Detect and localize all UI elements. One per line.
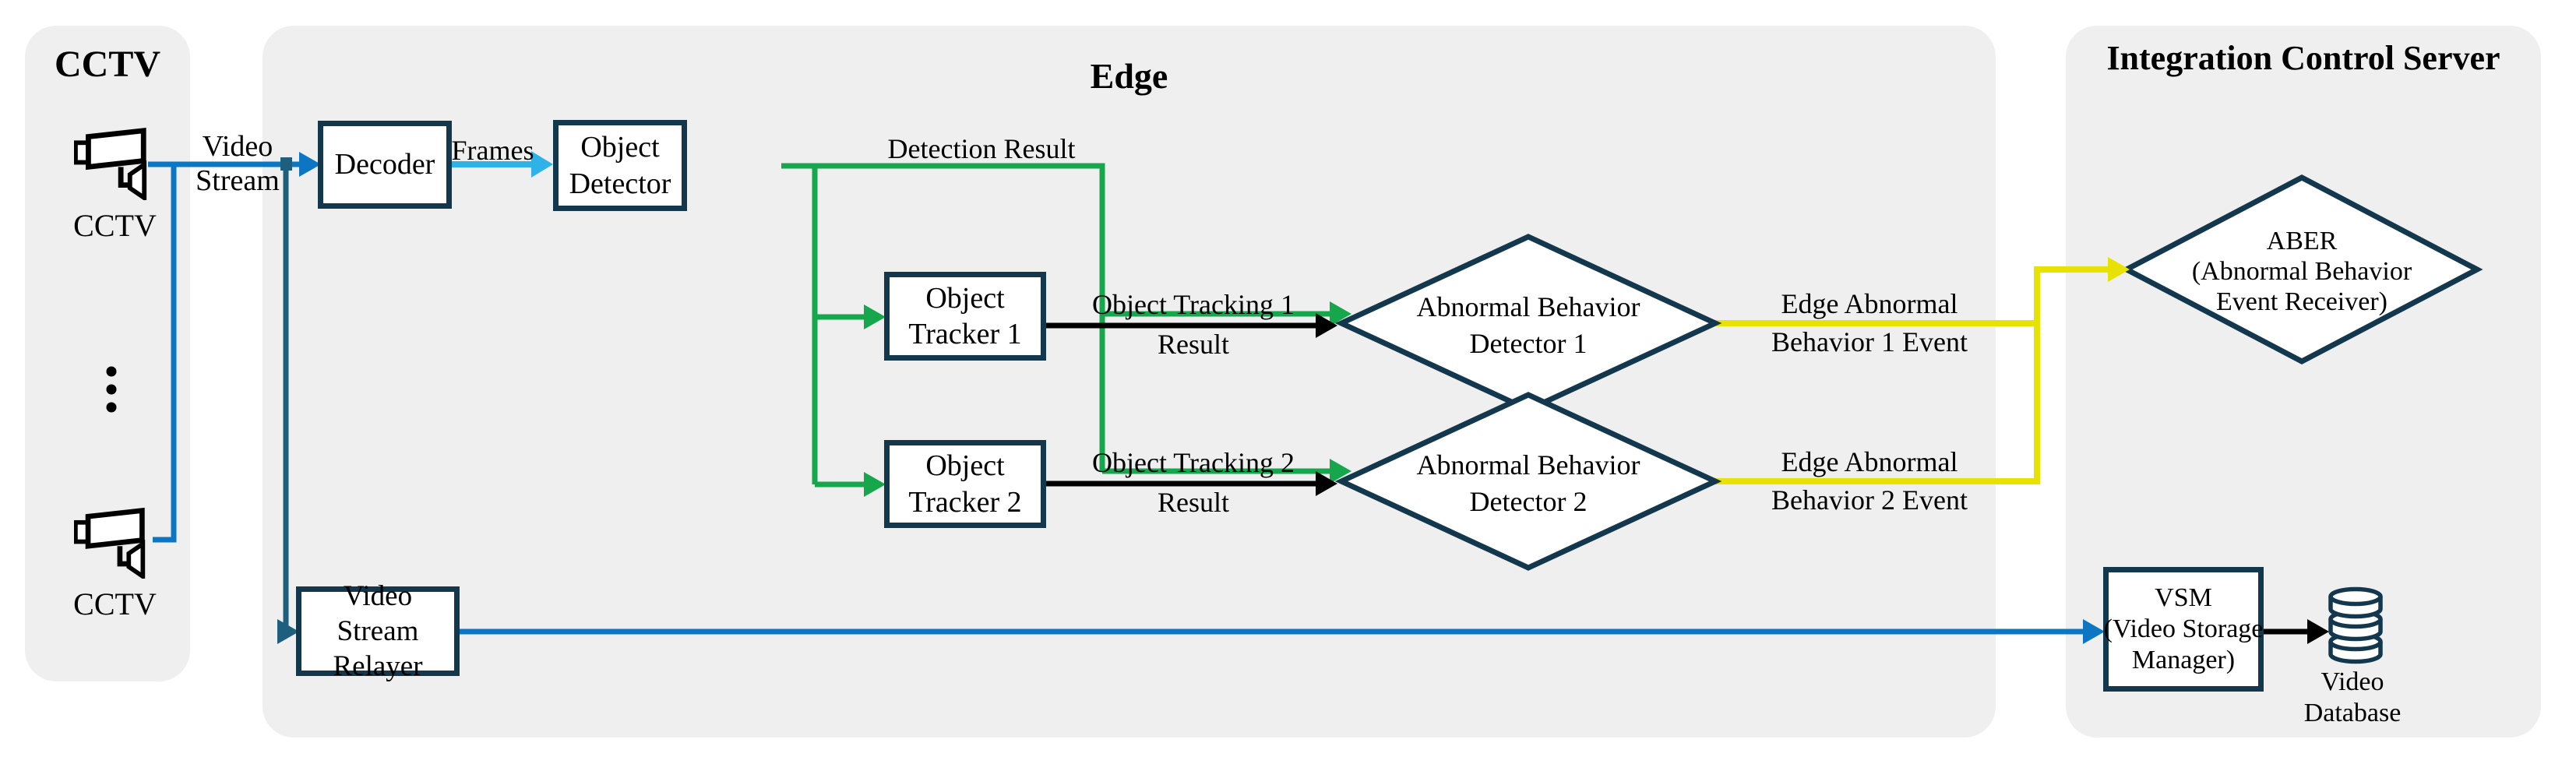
detection-result-label: Detection Result: [887, 133, 1076, 164]
tracking1-result-label-line1: Object Tracking 1: [1092, 289, 1295, 320]
object-tracker2-label-line2: Tracker 2: [908, 485, 1022, 519]
video-stream-arrowhead: [299, 152, 321, 177]
vsm-label-line1: VSM: [2155, 583, 2212, 612]
vsm-box: VSM (Video Storage Manager): [2103, 567, 2264, 692]
detection-to-detector1-arrowhead: [1330, 301, 1351, 326]
detection-to-tracker1-arrowhead: [864, 305, 886, 329]
vsm-label-line3: Manager): [2131, 646, 2236, 675]
event1-label-line1: Edge Abnormal: [1781, 288, 1958, 319]
video-stream-relayer-box: Video Stream Relayer: [296, 580, 460, 682]
object-detector-box: Object Detector: [553, 120, 687, 211]
event2-line: [1714, 266, 2040, 484]
event1-label-line2: Behavior 1 Event: [1771, 326, 1968, 357]
camera2-riser-line: [153, 167, 177, 543]
object-tracker2-box: Object Tracker 2: [884, 440, 1046, 528]
camera-bottom-label: CCTV: [73, 586, 157, 621]
aber-diamond: [2120, 174, 2483, 364]
relayer-to-vsm-arrowhead: [2083, 619, 2105, 644]
object-tracker2-label-line1: Object: [925, 449, 1005, 483]
detection-to-tracker2-arrowhead: [864, 472, 886, 497]
frames-arrowhead: [531, 151, 553, 178]
video-database-label-line2: Database: [2303, 699, 2402, 728]
aber-label-line2: (Abnormal Behavior: [2191, 257, 2412, 287]
event1-label: Edge Abnormal Behavior 1 Event: [1737, 285, 2002, 361]
video-stream-label-line1: Video: [202, 130, 273, 163]
aber-label-line3: Event Receiver): [2216, 287, 2387, 317]
integration-server-title-line1: Integration Control: [2106, 39, 2395, 77]
database-cylinder-icon: [2328, 586, 2383, 664]
vsm-label-line2: (Video Storage: [2103, 614, 2264, 643]
event2-label: Edge Abnormal Behavior 2 Event: [1737, 443, 2002, 519]
stream-drop-arrowhead: [277, 619, 299, 644]
abnormal-detector1-label-line1: Abnormal Behavior: [1416, 291, 1640, 322]
frames-label: Frames: [451, 135, 534, 166]
camera-top-label: CCTV: [73, 208, 157, 243]
vsm-to-database-arrowhead: [2307, 619, 2329, 644]
tracking1-result-label-line2: Result: [1157, 329, 1229, 361]
event-to-aber-arrowhead: [2108, 257, 2130, 282]
cctv-panel-title: CCTV: [54, 44, 160, 85]
object-detector-label-line2: Detector: [569, 167, 671, 200]
object-tracker1-label-line2: Tracker 1: [908, 318, 1022, 350]
event2-label-line2: Behavior 2 Event: [1771, 484, 1968, 516]
video-stream-relayer-label-line1: Video Stream: [337, 579, 419, 647]
video-stream-relayer-label-line2: Relayer: [333, 650, 423, 683]
edge-panel-title: Edge: [1090, 56, 1168, 96]
object-tracker1-label-line1: Object: [925, 281, 1005, 315]
video-database-label: Video Database: [2275, 667, 2430, 729]
aber-label-line1: ABER: [2266, 227, 2338, 255]
object-tracker1-box: Object Tracker 1: [884, 272, 1046, 361]
cctv-camera-icon: [76, 131, 144, 198]
object-detector-label-line1: Object: [580, 131, 660, 164]
tracking1-result-label: Object Tracking 1 Result: [1045, 285, 1341, 364]
abnormal-detector1-label-line2: Detector 1: [1469, 327, 1588, 359]
integration-server-panel-title: Integration Control Server: [2066, 36, 2541, 80]
cctv-camera-icon: [76, 511, 143, 577]
abnormal-detector2-label-line2: Detector 2: [1469, 485, 1588, 517]
vertical-ellipsis-icon: [106, 366, 117, 413]
video-stream-label: Video Stream: [179, 129, 296, 198]
edge-panel: [263, 26, 1996, 738]
decoder-label: Decoder: [334, 148, 435, 181]
decoder-box: Decoder: [318, 121, 452, 209]
tracking2-result-label-line1: Object Tracking 2: [1092, 447, 1295, 478]
detection-result-line: [781, 163, 1105, 471]
integration-server-title-line2: Server: [2402, 39, 2500, 77]
abnormal-detector1-diamond: [1334, 234, 1722, 413]
video-database-label-line1: Video: [2321, 667, 2384, 696]
abnormal-detector2-diamond: [1334, 392, 1722, 571]
tracking1-result-arrowhead: [1316, 313, 1337, 338]
aber-label: ABER (Abnormal Behavior Event Receiver): [2146, 226, 2458, 317]
detection-to-detector2-arrowhead: [1330, 459, 1351, 484]
abnormal-detector1-label: Abnormal Behavior Detector 1: [1373, 289, 1684, 362]
tracking2-result-label: Object Tracking 2 Result: [1045, 443, 1341, 523]
video-stream-label-line2: Stream: [196, 164, 280, 198]
event2-label-line1: Edge Abnormal: [1781, 446, 1958, 477]
abnormal-detector2-label-line1: Abnormal Behavior: [1416, 449, 1640, 481]
tracking2-result-arrowhead: [1316, 471, 1337, 496]
abnormal-detector2-label: Abnormal Behavior Detector 2: [1373, 447, 1684, 520]
tracking2-result-label-line2: Result: [1157, 487, 1229, 519]
